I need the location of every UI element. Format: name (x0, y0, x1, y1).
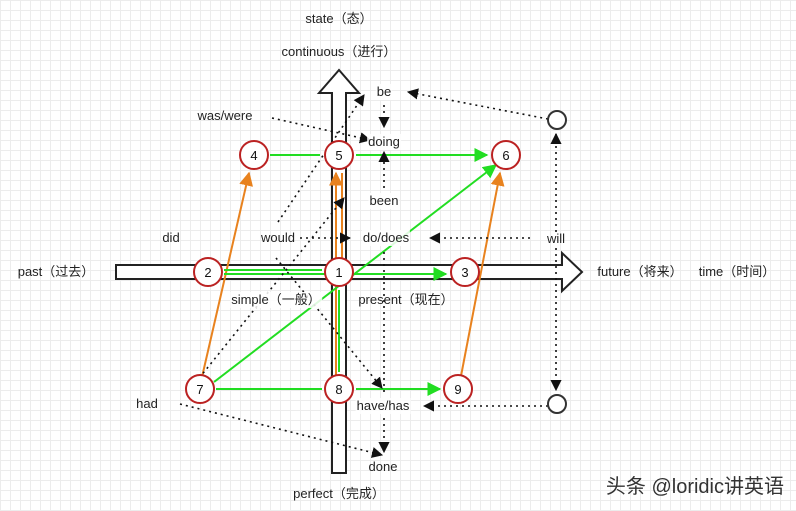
dot-ring-be (406, 88, 549, 120)
node-2: 2 (193, 257, 223, 287)
label-future: future（将来） (597, 264, 683, 279)
link-7-6 (213, 164, 498, 383)
node-1: 1 (324, 257, 354, 287)
node-8: 8 (324, 374, 354, 404)
label-simple: simple（一般） (230, 292, 322, 308)
label-past: past（过去） (17, 264, 95, 279)
label-time: time（时间） (698, 264, 776, 279)
word-doing: doing (367, 134, 401, 150)
dot-would-up (277, 94, 365, 223)
link-9-6 (460, 171, 505, 377)
word-do-does: do/does (361, 230, 411, 246)
node-7: 7 (185, 374, 215, 404)
ring-bottom (547, 394, 567, 414)
word-have-has: have/has (355, 398, 411, 414)
node-3: 3 (450, 257, 480, 287)
dot-had-done (179, 403, 384, 458)
label-present: present（现在） (358, 292, 454, 307)
word-will: will (546, 231, 566, 246)
ring-top (547, 110, 567, 130)
dot-would-down (275, 257, 383, 389)
word-had: had (136, 396, 158, 411)
watermark: 头条 @loridic讲英语 (605, 476, 784, 498)
word-was-were: was/were (197, 108, 253, 123)
word-been: been (368, 193, 400, 209)
node-6: 6 (491, 140, 521, 170)
node-5: 5 (324, 140, 354, 170)
label-state: state（态） (305, 11, 373, 26)
node-4: 4 (239, 140, 269, 170)
label-continuous: continuous（进行） (281, 44, 397, 59)
label-perfect: perfect（完成） (293, 486, 385, 501)
word-would: would (261, 230, 295, 245)
node-9: 9 (443, 374, 473, 404)
dot-was-doing (271, 117, 372, 144)
word-did: did (162, 230, 180, 245)
word-done: done (368, 459, 398, 474)
word-be: be (375, 84, 393, 100)
